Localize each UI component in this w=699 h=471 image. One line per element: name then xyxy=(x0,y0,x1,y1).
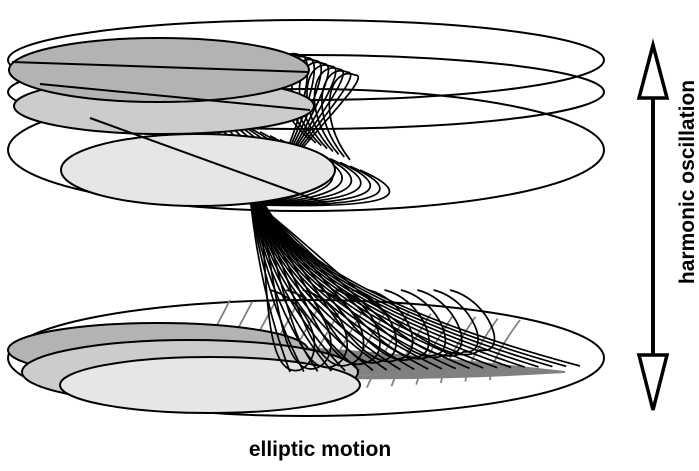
harmonic-oscillation-arrow xyxy=(636,38,670,411)
harmonic-oscillation-label: harmonic oscillation xyxy=(676,79,699,285)
helical-mesh-lower-loop xyxy=(257,204,463,359)
top-disks xyxy=(8,37,336,207)
bottom-disks xyxy=(7,322,361,414)
helical-mesh-lower-loop xyxy=(257,204,414,363)
gray-mesh-cross-curve xyxy=(415,314,454,385)
helical-mesh-lower-loop xyxy=(257,204,447,360)
top-orbit-ring-2 xyxy=(7,54,605,130)
top-disk-dark xyxy=(8,37,310,103)
helical-mesh-lower-loop xyxy=(257,204,381,366)
gray-mesh-cross-curve xyxy=(489,319,521,381)
top-disk-diameter-3 xyxy=(89,117,331,206)
top-disk-diameter-1 xyxy=(11,61,309,73)
elliptic-motion-label: elliptic motion xyxy=(248,438,392,461)
arrow-head-up xyxy=(636,38,670,100)
helical-mesh-lower-loop xyxy=(257,204,348,369)
bottom-disk-light xyxy=(59,356,361,414)
top-disk-light xyxy=(60,133,336,207)
gray-mesh-cross-curve xyxy=(366,311,410,389)
helical-mesh-lower-loop xyxy=(257,204,496,356)
helical-mesh-lower-loop xyxy=(257,204,316,372)
helical-mesh-lower-loop xyxy=(257,204,430,361)
helical-mesh-lower-loop xyxy=(257,204,479,357)
helical-mesh-curve xyxy=(262,165,567,368)
top-disk-diameter-2 xyxy=(39,83,311,111)
arrow-head-down xyxy=(636,353,670,411)
helical-mesh-lower-loop xyxy=(257,204,332,370)
